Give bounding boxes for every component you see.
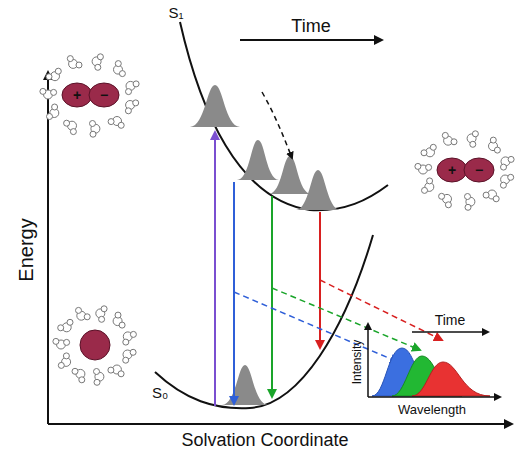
- solvent-molecules: [40, 54, 514, 386]
- solvent-atom: [58, 325, 64, 331]
- relaxation-arrow: [262, 92, 292, 158]
- solvent-atom: [97, 54, 103, 60]
- solvent-atom: [123, 339, 129, 345]
- solvent-atom: [64, 339, 70, 345]
- solvent-atom: [451, 139, 457, 145]
- solvent-atom: [84, 314, 90, 320]
- solvent-atom: [119, 322, 125, 328]
- solvent-atom: [442, 132, 448, 138]
- solvent-atom: [501, 164, 507, 170]
- solvent-atom: [472, 131, 478, 137]
- solvent-atom: [439, 193, 445, 199]
- solvent-atom: [72, 368, 78, 374]
- charge-sign: −: [100, 88, 108, 102]
- solvent-atom: [465, 194, 471, 200]
- time-arrow: [240, 39, 382, 41]
- solvent-atom: [427, 178, 433, 184]
- solvent-atom: [70, 129, 76, 135]
- solvent-atom: [470, 141, 476, 147]
- solvent-atom: [63, 353, 69, 359]
- solvent-atom: [465, 204, 471, 210]
- solvent-atom: [52, 104, 58, 110]
- leader-green: [272, 288, 420, 350]
- solvent-atom: [490, 137, 496, 143]
- s1-curve: [180, 22, 388, 210]
- solvent-atom: [94, 379, 100, 385]
- solvent-atom: [123, 357, 129, 363]
- solvent-atom: [421, 150, 427, 156]
- wavepackets: [190, 85, 340, 405]
- solvent-atom: [115, 312, 121, 318]
- state-label: S₁: [168, 5, 183, 20]
- solvent-atom: [426, 164, 432, 170]
- charge-sign: +: [73, 88, 81, 102]
- axis-title: Wavelength: [398, 403, 466, 416]
- solvent-atom: [53, 338, 59, 344]
- solvent-atom: [118, 122, 124, 128]
- solvent-atom: [51, 89, 57, 95]
- solvent-atom: [130, 349, 136, 355]
- solvent-atom: [76, 62, 82, 68]
- solvation-axis: [48, 423, 512, 425]
- solvent-atom: [95, 64, 101, 70]
- s0-curve: [155, 235, 373, 408]
- solvent-atom: [133, 100, 139, 106]
- axis-title: Solvation Coordinate: [181, 431, 348, 449]
- solvent-atom: [108, 367, 114, 373]
- solvent-atom: [422, 187, 428, 193]
- solvent-atom: [64, 120, 70, 126]
- solvent-atom: [430, 144, 436, 150]
- solvent-atom: [115, 61, 121, 67]
- solvent-atom: [415, 163, 421, 169]
- absorption-arrow: [214, 132, 216, 406]
- solvent-atom: [46, 74, 52, 80]
- solvent-atom: [55, 68, 61, 74]
- leader-red: [320, 280, 442, 340]
- solvent-atom: [130, 331, 136, 337]
- solvent-atom: [508, 156, 514, 162]
- leader-blue: [234, 292, 398, 362]
- solvent-atom: [133, 81, 139, 87]
- solvent-atom: [67, 319, 73, 325]
- time-label: Time: [435, 313, 466, 327]
- solvent-atom: [90, 131, 96, 137]
- solvent-atom: [58, 362, 64, 368]
- solvent-atom: [40, 88, 46, 94]
- energy-axis: [47, 72, 49, 424]
- solvent-atom: [108, 119, 114, 125]
- solvent-atom: [76, 307, 82, 313]
- solvent-atom: [493, 196, 499, 202]
- solvent-atom: [119, 71, 125, 77]
- axis-title: Intensity: [351, 340, 363, 385]
- charge-sign: −: [475, 163, 483, 177]
- solvent-atom: [483, 192, 489, 198]
- solvent-atom: [90, 121, 96, 127]
- solvent-atom: [47, 114, 53, 120]
- solvent-atom: [94, 369, 100, 375]
- time-label: Time: [291, 17, 330, 35]
- solvent-atom: [494, 147, 500, 153]
- solvent-atom: [445, 202, 451, 208]
- solvent-atom: [101, 306, 107, 312]
- charge-sign: +: [448, 163, 456, 177]
- solvent-atom: [67, 56, 73, 62]
- spectrum-inset: [368, 324, 500, 397]
- axis-title: Energy: [16, 218, 36, 281]
- solvent-atom: [118, 371, 124, 377]
- solvent-atom: [508, 174, 514, 180]
- solvent-atom: [125, 108, 131, 114]
- solvent-atom: [500, 182, 506, 188]
- solvent-atom: [99, 316, 105, 322]
- solvent-atom: [79, 377, 85, 383]
- solute-molecules: [62, 83, 494, 360]
- emission-green: [271, 196, 273, 397]
- state-label: S₀: [152, 385, 168, 400]
- solvent-atom: [126, 89, 132, 95]
